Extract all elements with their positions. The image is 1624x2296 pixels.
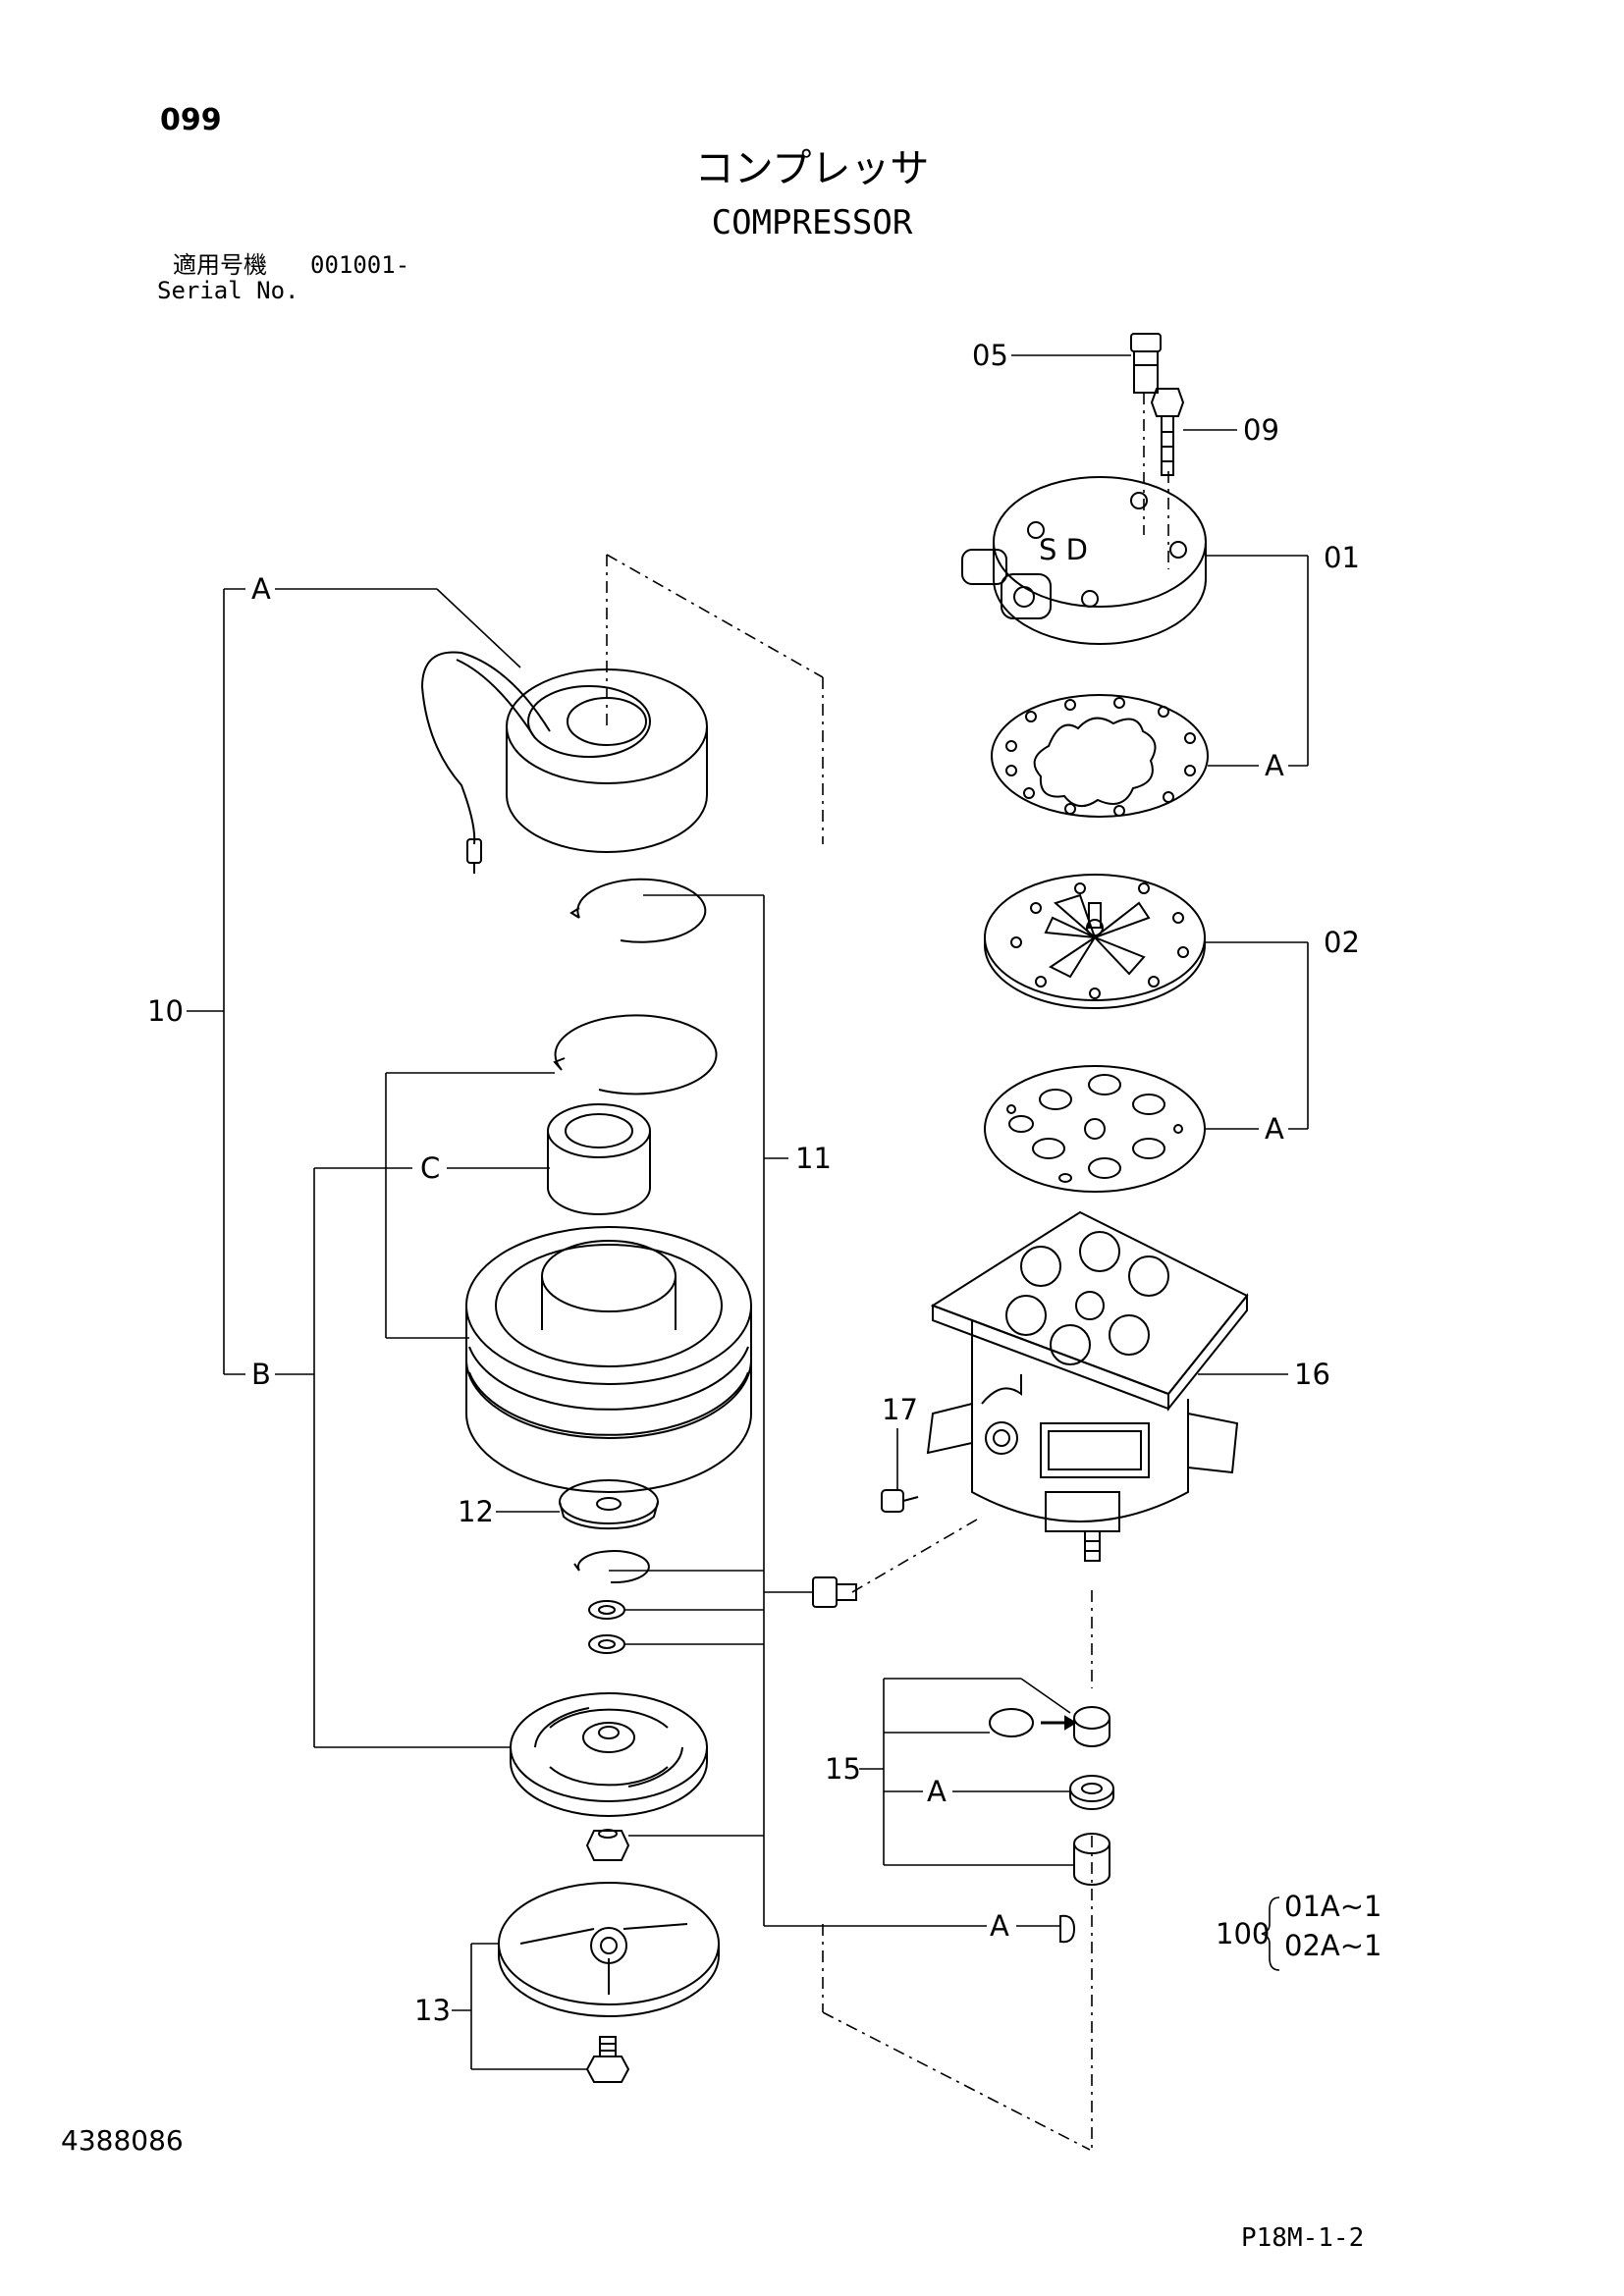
gasket-lower bbox=[984, 1065, 1206, 1193]
sheet-reference: P18M-1-2 bbox=[1241, 2223, 1365, 2253]
hex-nut bbox=[585, 1829, 630, 1861]
armature-plate bbox=[510, 1692, 708, 1817]
callout-11: 11 bbox=[795, 1142, 832, 1175]
part-15-seal-kit bbox=[989, 1706, 1114, 1886]
assembly-centerlines bbox=[606, 393, 1169, 2151]
snap-ring-bearing bbox=[553, 1014, 718, 1095]
callout-13: 13 bbox=[414, 1994, 451, 2027]
serial-number-value: 001001- bbox=[310, 251, 410, 279]
serial-label-english: Serial No. bbox=[157, 277, 299, 304]
callout-10-b: B bbox=[251, 1358, 271, 1391]
retaining-ring bbox=[573, 1550, 650, 1584]
callout-02: 02 bbox=[1324, 926, 1360, 959]
callout-10: 10 bbox=[147, 994, 184, 1028]
callout-15: 15 bbox=[825, 1752, 861, 1786]
callout-02-a: A bbox=[1265, 1112, 1284, 1146]
callout-05: 05 bbox=[972, 339, 1008, 372]
snap-ring-upper bbox=[569, 878, 707, 943]
callout-c: C bbox=[420, 1151, 440, 1185]
serial-label-japanese: 適用号機 bbox=[173, 251, 267, 279]
callout-12: 12 bbox=[458, 1495, 494, 1528]
woodruff-key bbox=[1059, 1914, 1076, 1944]
callout-01: 01 bbox=[1324, 541, 1360, 574]
callout-01-a: A bbox=[1265, 749, 1284, 782]
spacer-washer-1 bbox=[588, 1600, 625, 1620]
callout-labels: 05 09 01 A 02 A 16 17 10 A B C 11 A 12 1… bbox=[147, 339, 1382, 2027]
callout-100-option-1: 01A~1 bbox=[1284, 1890, 1382, 1923]
callout-100-option-2: 02A~1 bbox=[1284, 1929, 1382, 1962]
callout-16: 16 bbox=[1294, 1358, 1330, 1391]
part-09-bolt bbox=[1150, 388, 1185, 476]
field-coil bbox=[420, 651, 708, 874]
part-16-compressor-body bbox=[926, 1210, 1249, 1562]
document-number: 4388086 bbox=[61, 2124, 184, 2157]
callout-11-a: A bbox=[990, 1909, 1009, 1943]
callout-09: 09 bbox=[1243, 413, 1279, 447]
svg-text:S D: S D bbox=[1039, 533, 1088, 566]
callout-10-a: A bbox=[251, 572, 271, 606]
callout-100: 100 bbox=[1216, 1917, 1270, 1950]
leader-lines bbox=[187, 354, 1309, 2070]
page-number: 099 bbox=[160, 103, 222, 137]
title-japanese: コンプレッサ bbox=[694, 146, 930, 191]
part-13-dust-cover bbox=[498, 1882, 720, 2017]
title-english: COMPRESSOR bbox=[711, 203, 913, 242]
gasket-upper bbox=[991, 694, 1209, 818]
part-02-valve-plate bbox=[984, 874, 1206, 1009]
connector-fitting bbox=[812, 1576, 857, 1608]
part-17-plug bbox=[881, 1489, 919, 1513]
part-05-fitting bbox=[1130, 333, 1162, 394]
callout-17: 17 bbox=[882, 1393, 918, 1426]
part-12-shim-cup bbox=[559, 1479, 659, 1530]
bearing bbox=[547, 1103, 651, 1215]
spacer-washer-2 bbox=[588, 1634, 625, 1654]
callout-15-a: A bbox=[927, 1775, 947, 1808]
cover-bolt bbox=[585, 2036, 630, 2083]
pulley bbox=[465, 1226, 752, 1493]
part-01-head-cover: S D bbox=[961, 476, 1207, 645]
